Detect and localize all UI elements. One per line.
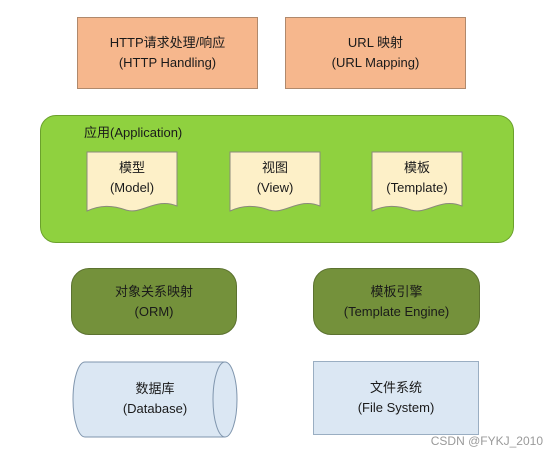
template-engine-sublabel: (Template Engine)	[343, 303, 450, 319]
template-engine-label: 模板引擎	[370, 283, 423, 299]
model-document: 模型 (Model)	[86, 151, 178, 217]
template-document-shape	[371, 151, 463, 212]
orm-sublabel: (ORM)	[134, 303, 174, 319]
view-document-shape	[229, 151, 321, 212]
view-document: 视图 (View)	[229, 151, 321, 217]
database-sublabel: (Database)	[122, 401, 188, 416]
database-cylinder-shape	[72, 361, 238, 438]
url-mapping-label: URL 映射	[347, 35, 404, 50]
orm-box: 对象关系映射 (ORM)	[71, 268, 237, 335]
application-container: 应用(Application) 模型 (Model) 视图 (View) 模板 …	[40, 115, 514, 243]
url-mapping-box: URL 映射 (URL Mapping)	[285, 17, 466, 89]
url-mapping-sublabel: (URL Mapping)	[331, 55, 420, 70]
application-title: 应用(Application)	[84, 125, 183, 140]
model-document-shape	[86, 151, 178, 212]
view-label: 视图	[261, 160, 288, 175]
orm-label: 对象关系映射	[114, 283, 193, 299]
watermark: CSDN @FYKJ_2010	[430, 434, 543, 448]
template-label: 模板	[403, 160, 430, 175]
file-system-box: 文件系统 (File System)	[313, 361, 479, 435]
http-handling-label: HTTP请求处理/响应	[109, 35, 226, 50]
model-sublabel: (Model)	[109, 180, 155, 195]
view-sublabel: (View)	[256, 180, 294, 195]
http-handling-sublabel: (HTTP Handling)	[118, 55, 217, 70]
model-label: 模型	[118, 160, 145, 175]
file-system-sublabel: (File System)	[357, 400, 435, 415]
file-system-label: 文件系统	[369, 380, 422, 395]
database-label: 数据库	[135, 381, 175, 396]
template-engine-box: 模板引擎 (Template Engine)	[313, 268, 480, 335]
template-document: 模板 (Template)	[371, 151, 463, 217]
database-cylinder: 数据库 (Database)	[72, 361, 238, 438]
http-handling-box: HTTP请求处理/响应 (HTTP Handling)	[77, 17, 258, 89]
template-sublabel: (Template)	[386, 180, 448, 195]
